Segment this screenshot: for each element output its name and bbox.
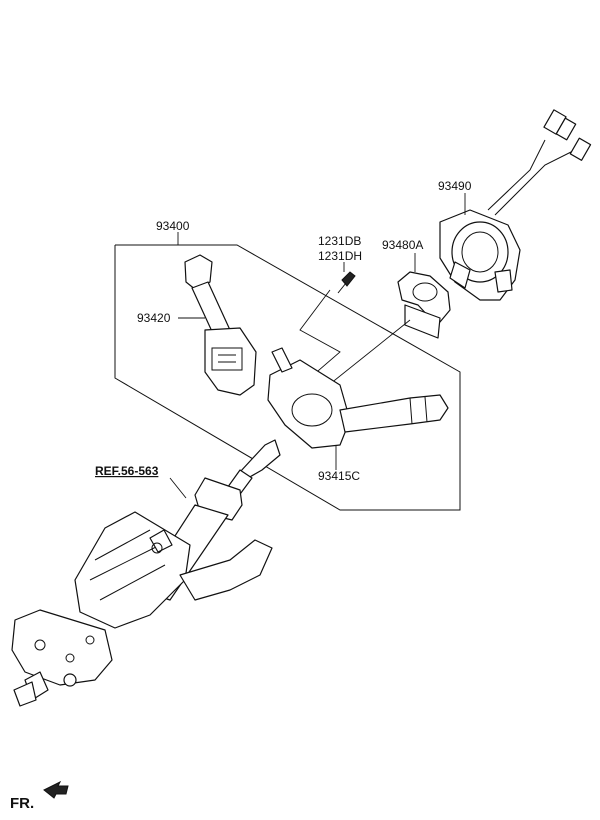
combination-switch-part (267, 347, 449, 449)
label-93420: 93420 (137, 311, 171, 325)
label-93400: 93400 (156, 219, 190, 233)
label-93490: 93490 (438, 179, 472, 193)
label-93415c: 93415C (318, 469, 360, 483)
bolt-part (337, 262, 356, 294)
lower-column-part (11, 609, 113, 707)
front-arrow-icon (43, 780, 69, 799)
front-label: FR. (10, 795, 34, 812)
plate-part (397, 253, 451, 339)
label-93480a: 93480A (382, 238, 423, 252)
wiper-switch-part (184, 254, 257, 396)
column-bracket-part (74, 511, 273, 629)
clock-spring-part (439, 109, 592, 301)
label-1231dh: 1231DH (318, 249, 362, 263)
label-reference: REF.56-563 (95, 464, 159, 478)
assembly-outline (114, 232, 461, 511)
label-1231db: 1231DB (318, 234, 361, 248)
